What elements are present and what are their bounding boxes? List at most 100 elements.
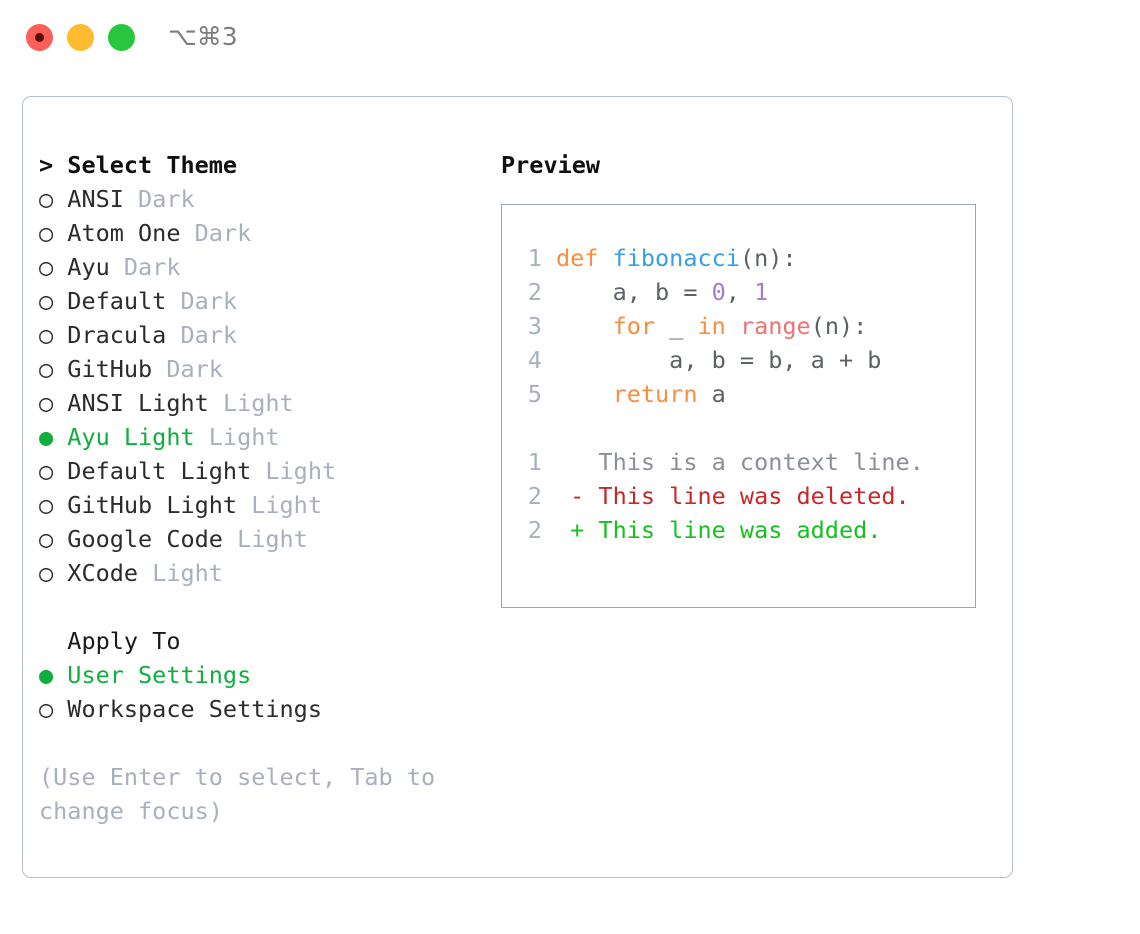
preview-heading: Preview xyxy=(501,151,601,179)
select-theme-heading: > Select Theme xyxy=(39,151,238,179)
theme-option-label: GitHub Light xyxy=(67,491,252,519)
diff-sample: 1 This is a context line.2 - This line w… xyxy=(516,445,975,547)
zoom-button[interactable] xyxy=(108,24,135,51)
theme-option-badge: Dark xyxy=(123,253,181,281)
code-token: range xyxy=(739,312,811,340)
line-number: 5 xyxy=(527,380,542,408)
gutter-gap xyxy=(542,312,556,340)
theme-option[interactable]: ○ Default Dark xyxy=(39,284,489,318)
theme-option[interactable]: ○ Atom One Dark xyxy=(39,216,489,250)
hint-spacer xyxy=(39,726,489,760)
keyboard-shortcut-label: ⌥⌘3 xyxy=(168,22,238,51)
minimize-button[interactable] xyxy=(67,24,94,51)
code-line: 3 for _ in range(n): xyxy=(516,309,975,343)
theme-option[interactable]: ○ GitHub Dark xyxy=(39,352,489,386)
code-token: a, b = b, a + b xyxy=(556,346,882,374)
code-token: (n): xyxy=(739,244,797,272)
line-number: 2 xyxy=(527,278,542,306)
apply-to-option-label: User Settings xyxy=(67,661,252,689)
gutter-gap xyxy=(542,448,570,476)
theme-option-label: Default xyxy=(67,287,181,315)
theme-picker-panel: > Select Theme ○ ANSI Dark○ Atom One Dar… xyxy=(39,148,489,828)
code-token: a, b = xyxy=(556,278,712,306)
theme-option-label: XCode xyxy=(67,559,153,587)
code-token xyxy=(726,312,740,340)
radio-unselected-icon: ○ xyxy=(39,457,68,485)
code-line: 1 def fibonacci(n): xyxy=(516,241,975,275)
theme-option[interactable]: ● Ayu Light Light xyxy=(39,420,489,454)
theme-option-badge: Light xyxy=(237,525,308,553)
theme-option[interactable]: ○ GitHub Light Light xyxy=(39,488,489,522)
theme-option[interactable]: ○ Ayu Dark xyxy=(39,250,489,284)
code-token: return xyxy=(612,380,698,408)
theme-option[interactable]: ○ ANSI Light Light xyxy=(39,386,489,420)
apply-to-option-label: Workspace Settings xyxy=(67,695,322,723)
radio-unselected-icon: ○ xyxy=(39,491,68,519)
theme-option-badge: Light xyxy=(222,389,294,417)
line-number: 2 xyxy=(527,482,542,510)
diff-line: 1 This is a context line. xyxy=(516,445,975,479)
theme-option-label: Atom One xyxy=(67,219,195,247)
line-number: 1 xyxy=(527,244,542,272)
theme-option-badge: Light xyxy=(208,423,280,451)
radio-unselected-icon: ○ xyxy=(39,287,68,315)
theme-option-badge: Dark xyxy=(180,287,238,315)
keyboard-hint: (Use Enter to select, Tab to change focu… xyxy=(39,763,450,825)
code-token xyxy=(556,380,613,408)
code-token: 0 xyxy=(711,278,726,306)
apply-to-option[interactable]: ● User Settings xyxy=(39,658,489,692)
code-token: def xyxy=(556,244,613,272)
theme-list[interactable]: ○ ANSI Dark○ Atom One Dark○ Ayu Dark○ De… xyxy=(39,182,489,590)
gutter-gap xyxy=(542,278,556,306)
radio-selected-icon: ● xyxy=(39,423,68,451)
list-spacer xyxy=(39,590,489,624)
theme-option[interactable]: ○ XCode Light xyxy=(39,556,489,590)
code-token xyxy=(556,312,613,340)
theme-option-label: Ayu Light xyxy=(67,423,209,451)
radio-unselected-icon: ○ xyxy=(39,253,68,281)
code-line: 5 return a xyxy=(516,377,975,411)
theme-option-label: GitHub xyxy=(67,355,167,383)
diff-line-text: + This line was added. xyxy=(570,516,882,544)
theme-option-badge: Light xyxy=(265,457,337,485)
gutter-gap xyxy=(542,482,570,510)
theme-option-badge: Dark xyxy=(194,219,252,247)
code-token: fibonacci xyxy=(612,244,740,272)
apply-to-heading: Apply To xyxy=(39,627,181,655)
theme-option-badge: Light xyxy=(152,559,223,587)
theme-option-label: ANSI Light xyxy=(67,389,223,417)
title-bar: ⌥⌘3 xyxy=(0,0,1140,78)
radio-unselected-icon: ○ xyxy=(39,695,68,723)
radio-unselected-icon: ○ xyxy=(39,355,68,383)
terminal-frame: > Select Theme ○ ANSI Dark○ Atom One Dar… xyxy=(22,96,1013,878)
theme-option[interactable]: ○ Google Code Light xyxy=(39,522,489,556)
radio-unselected-icon: ○ xyxy=(39,389,68,417)
theme-option[interactable]: ○ Dracula Dark xyxy=(39,318,489,352)
theme-option[interactable]: ○ Default Light Light xyxy=(39,454,489,488)
line-number: 2 xyxy=(527,516,542,544)
code-line: 2 a, b = 0, 1 xyxy=(516,275,975,309)
diff-line: 2 - This line was deleted. xyxy=(516,479,975,513)
code-token: _ xyxy=(655,312,698,340)
code-token: for xyxy=(612,312,656,340)
theme-option-label: Dracula xyxy=(67,321,181,349)
code-token: a xyxy=(697,380,726,408)
radio-unselected-icon: ○ xyxy=(39,219,68,247)
theme-option-badge: Dark xyxy=(180,321,238,349)
code-token: , xyxy=(725,278,755,306)
close-button[interactable] xyxy=(26,24,53,51)
gutter-gap xyxy=(542,346,556,374)
line-number: 3 xyxy=(527,312,542,340)
apply-to-list[interactable]: ● User Settings○ Workspace Settings xyxy=(39,658,489,726)
theme-option[interactable]: ○ ANSI Dark xyxy=(39,182,489,216)
apply-to-option[interactable]: ○ Workspace Settings xyxy=(39,692,489,726)
gutter-gap xyxy=(542,244,556,272)
code-line: 4 a, b = b, a + b xyxy=(516,343,975,377)
theme-option-label: Default Light xyxy=(67,457,266,485)
theme-option-badge: Light xyxy=(251,491,322,519)
theme-option-badge: Dark xyxy=(138,185,195,213)
line-number: 1 xyxy=(527,448,542,476)
